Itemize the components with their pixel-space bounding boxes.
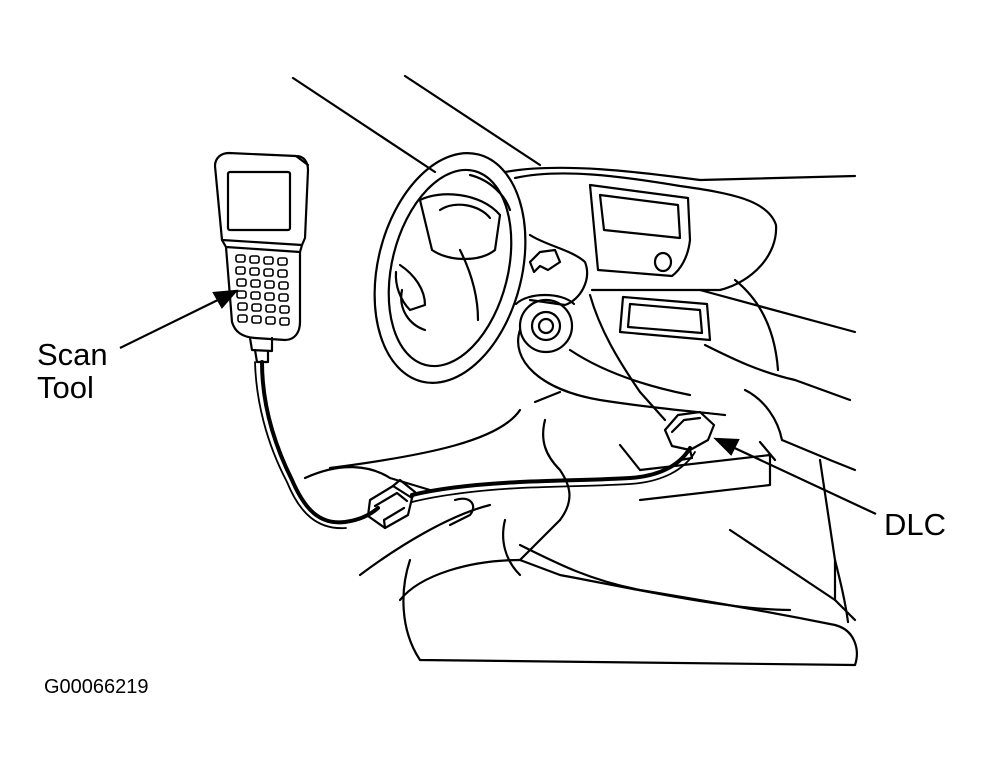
figure-id: G00066219 xyxy=(44,676,149,698)
dashboard-top xyxy=(503,166,857,182)
windshield-pillar-right xyxy=(403,74,542,167)
center-vent xyxy=(588,183,692,278)
inline-connector xyxy=(366,478,417,530)
scan-tool-cable xyxy=(260,360,380,525)
dlc-cable xyxy=(410,446,692,497)
dlc-arrowhead xyxy=(713,437,740,456)
steering-wheel-rim xyxy=(373,152,527,384)
windshield-pillar-left xyxy=(291,76,437,174)
dlc-leader xyxy=(725,443,877,515)
scan-tool-leader xyxy=(119,295,227,349)
steering-wheel-hub xyxy=(418,193,502,260)
scan-tool-label-line2: Tool xyxy=(37,370,94,405)
seat xyxy=(402,543,858,667)
callout-leaders xyxy=(119,289,877,515)
radio-slot xyxy=(618,295,712,342)
scan-tool xyxy=(213,151,310,364)
dash-knob xyxy=(653,251,673,273)
scan-tool-keypad xyxy=(235,254,290,326)
scan-tool-label: Scan Tool xyxy=(37,338,108,404)
ignition-switch xyxy=(518,298,574,354)
scan-tool-screen xyxy=(226,170,292,232)
dlc-label: DLC xyxy=(884,507,947,542)
instrument-hood xyxy=(513,172,778,292)
dlc-plug xyxy=(663,410,716,462)
scan-tool-label-line1: Scan xyxy=(37,337,108,372)
steering-column xyxy=(528,233,589,307)
scan-tool-arrowhead xyxy=(212,289,239,309)
